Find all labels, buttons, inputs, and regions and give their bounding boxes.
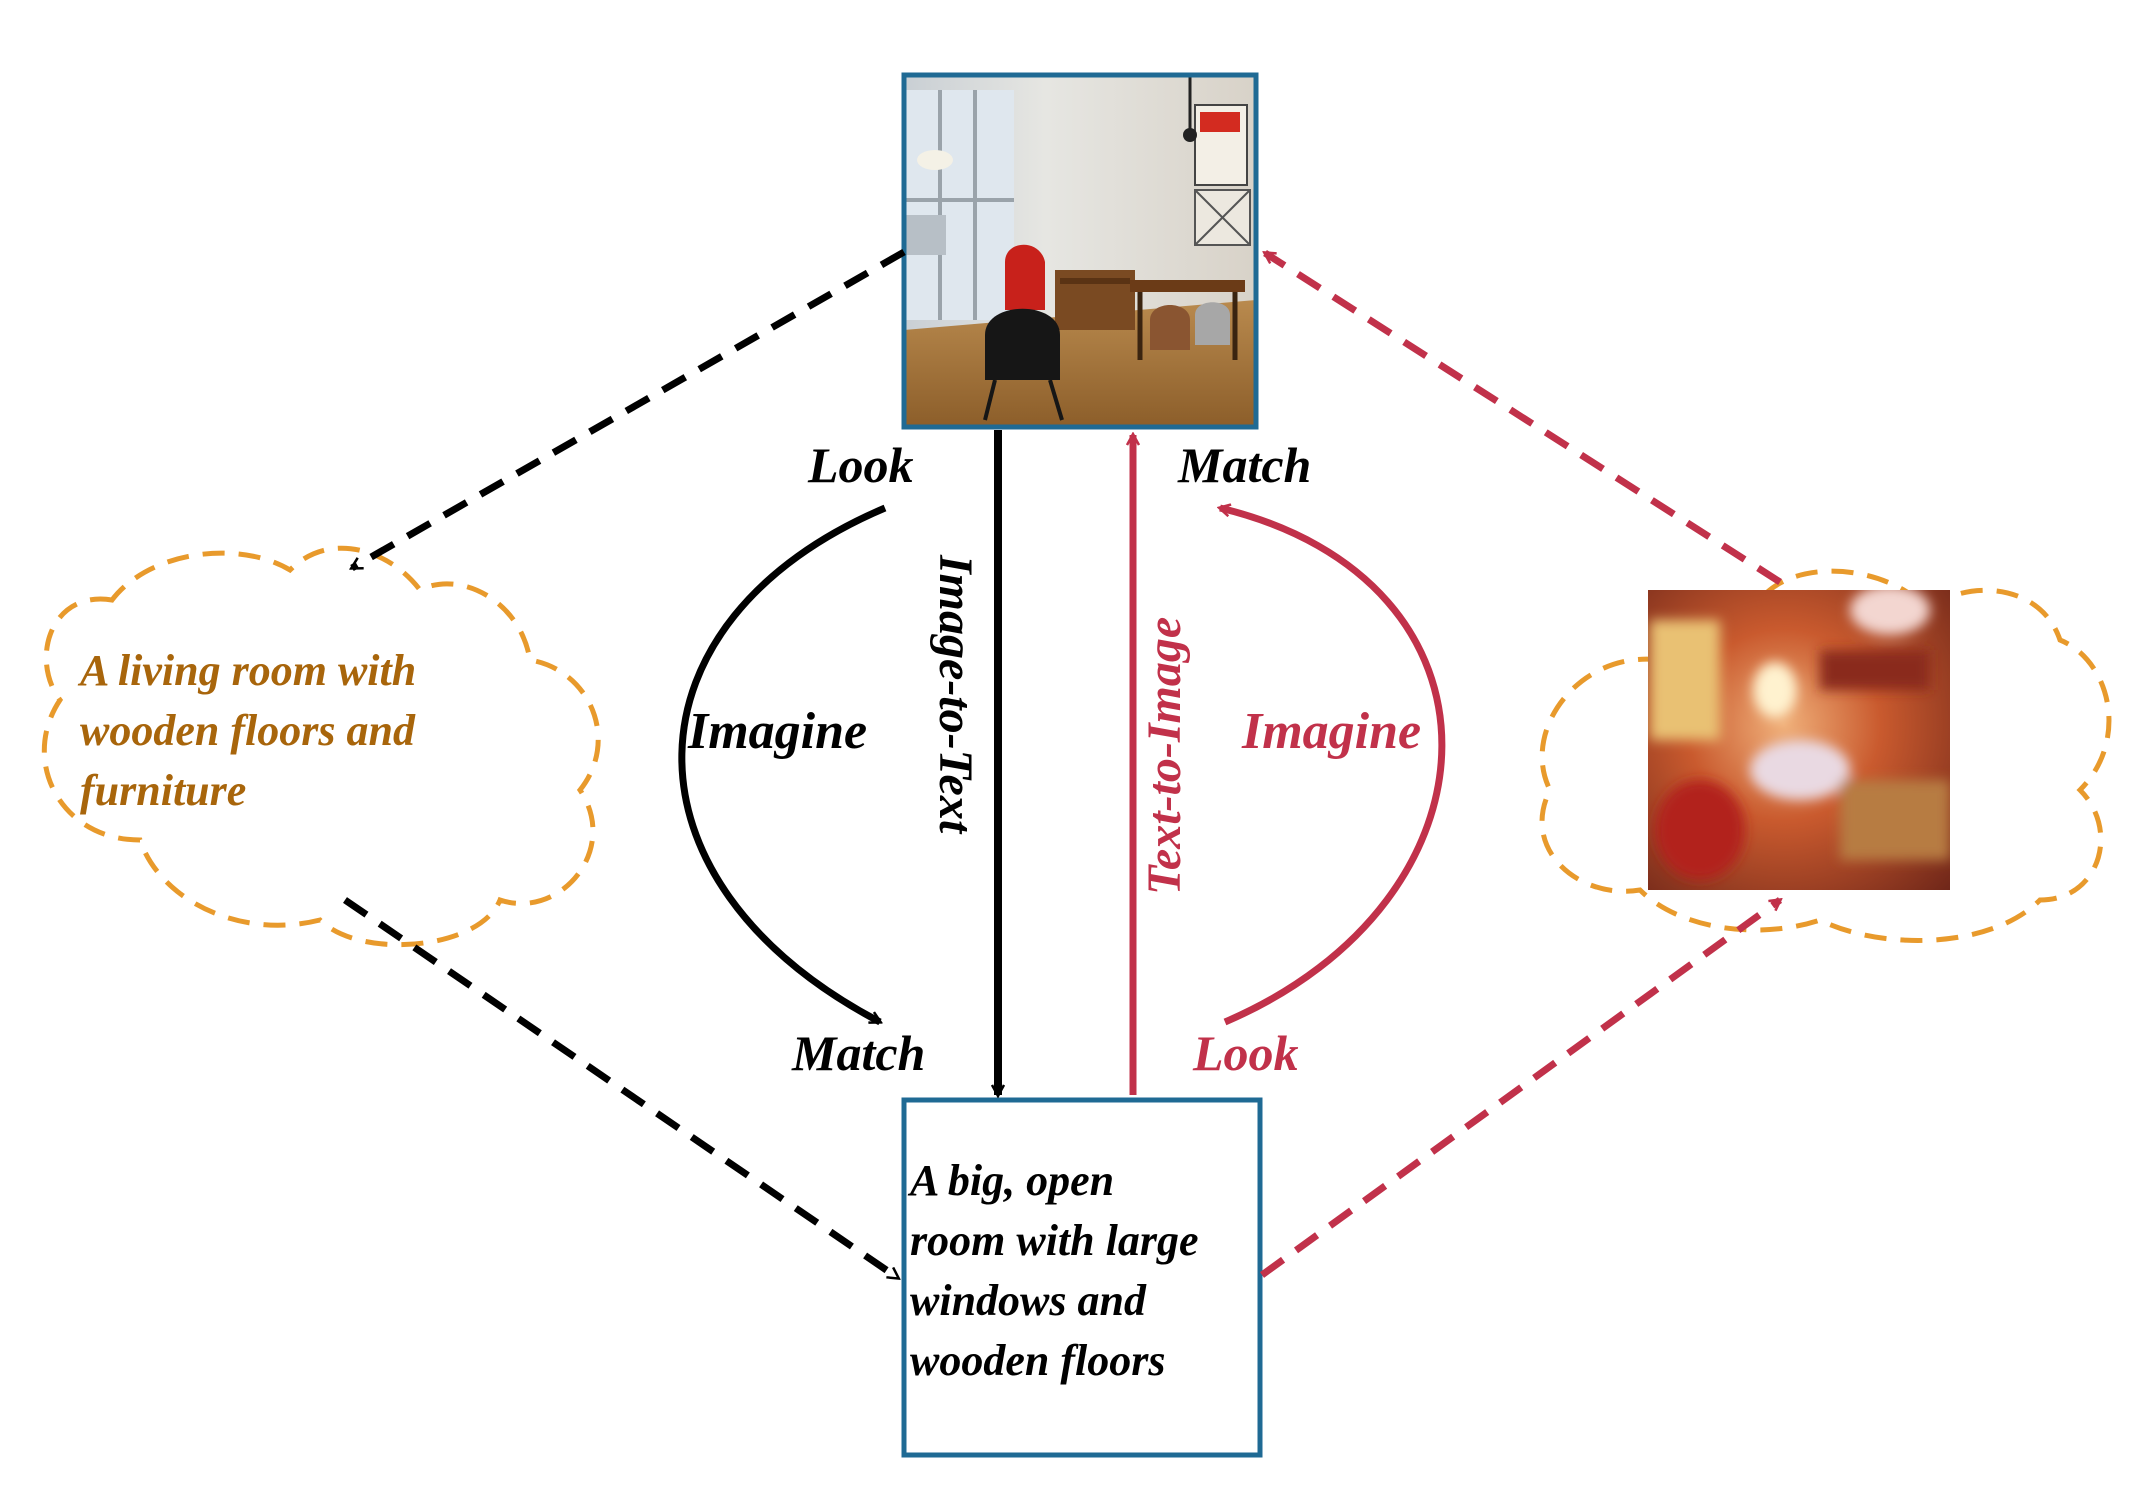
match-bottom-label: Match <box>791 1025 925 1081</box>
caption-line: A big, open <box>907 1156 1114 1205</box>
caption-box <box>901 1097 1263 1458</box>
left-cloud-line: A living room with <box>77 646 416 695</box>
right-thought-cloud <box>1539 568 2112 943</box>
text-to-image-label: Text-to-Image <box>1138 617 1191 895</box>
left-cloud-text: A living room with wooden floors and fur… <box>77 646 416 815</box>
imagine-right-label: Imagine <box>1241 703 1421 760</box>
imagine-left-arrow <box>678 504 887 1026</box>
match-top-label: Match <box>1177 437 1311 493</box>
caption-line: windows and <box>910 1276 1147 1325</box>
dashed-arrow-image-to-left-cloud <box>352 248 906 572</box>
top-image-frame <box>901 72 1259 430</box>
left-cloud-line: wooden floors and <box>80 706 416 755</box>
caption-line: room with large <box>910 1216 1199 1265</box>
dashed-arrow-caption-to-right-cloud <box>1259 897 1780 1278</box>
look-bottom-label: Look <box>1192 1025 1299 1081</box>
living-room-photo <box>904 75 1256 427</box>
left-cloud-line: furniture <box>80 766 246 815</box>
image-to-text-label: Image-to-Text <box>929 554 982 835</box>
caption-text: A big, open room with large windows and … <box>907 1156 1199 1385</box>
dashed-arrow-right-cloud-to-image <box>1265 250 1782 585</box>
dashed-arrow-left-cloud-to-caption <box>343 897 898 1281</box>
imagine-left-label: Imagine <box>687 703 867 760</box>
look-top-label: Look <box>807 437 914 493</box>
caption-line: wooden floors <box>910 1336 1165 1385</box>
imagine-right-arrow <box>1220 508 1446 1026</box>
generated-room-image <box>1648 590 1950 890</box>
